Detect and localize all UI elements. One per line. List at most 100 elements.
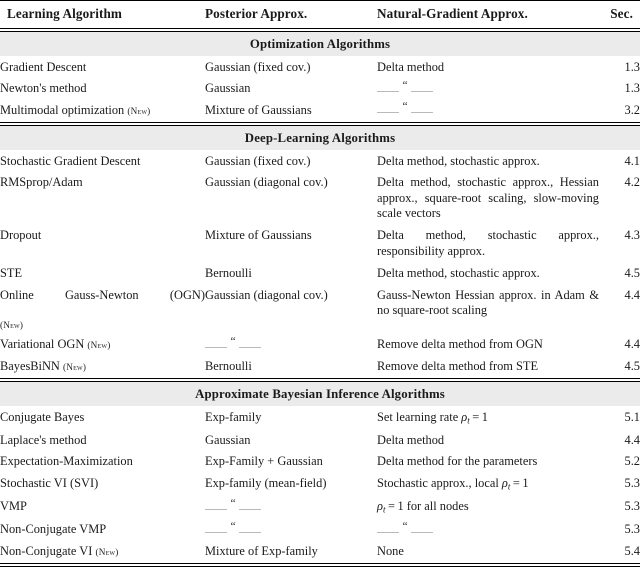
cell-section-number: 4.5 [624,359,640,374]
ditto-mark: “ [205,336,261,352]
algorithm-name: Non-Conjugate VMP [0,522,107,537]
new-badge: (New) [0,319,24,330]
cell-natural-gradient-approx: “ [377,100,599,122]
cell-algorithm: Online Gauss-Newton (OGN) (New) [0,284,205,334]
cell-algorithm: Laplace's method [0,429,205,451]
horizontal-rule [0,377,640,383]
justified-line: Online Gauss-Newton (OGN) [0,288,205,318]
cell-posterior-approx: Gaussian [205,432,251,447]
new-badge: (New) [63,362,87,373]
section-header-row: Optimization Algorithms [0,31,640,57]
algorithm-name: Online Gauss-Newton (OGN) [0,287,205,302]
algorithm-name: Stochastic VI (SVI) [0,476,99,491]
cell-natural-gradient-approx: Gauss-Newton Hessian approx. in Adam & n… [377,287,599,318]
cell-natural-gradient-approx: Remove delta method from OGN [377,337,543,352]
cell-posterior-approx: Gaussian (diagonal cov.) [205,287,328,302]
new-badge: (New) [95,547,119,558]
cell-natural-gradient-approx: Delta method [377,432,445,447]
table-row: Stochastic VI (SVI) Exp-family (mean-fiel… [0,473,640,496]
cell-algorithm: Gradient Descent [0,56,205,78]
cell-natural-gradient-approx: Set learning rate ρt=1 [377,409,488,426]
cell-natural-gradient-approx: Delta method for the parameters [377,454,538,469]
cell-section-number: 5.4 [624,544,640,559]
cell-section-number: 5.1 [624,409,640,424]
cell-posterior-approx: Mixture of Exp-family [205,544,318,559]
cell-section-number: 4.3 [624,228,640,243]
cell-algorithm: Multimodal optimization (New) [0,100,205,122]
cell-section-number: 4.4 [624,287,640,302]
cell-algorithm: Stochastic VI (SVI) [0,473,205,496]
horizontal-rule [0,121,640,127]
table-row: Expectation-Maximization Exp-Family + Gau… [0,451,640,473]
cell-algorithm: Stochastic Gradient Descent [0,150,205,172]
algorithm-name: Variational OGN [0,337,85,352]
ditto-mark: “ [377,80,433,96]
cell-posterior-approx: Gaussian (fixed cov.) [205,59,311,74]
cell-posterior-approx: Exp-family [205,409,262,424]
algorithm-name: STE [0,265,23,280]
table-row: VMP “ ρt=1 for all nodes 5.3 [0,496,640,519]
section-header-row: Approximate Bayesian Inference Algorithm… [0,381,640,407]
ditto-mark: “ [377,521,433,537]
cell-section-number: 4.1 [624,153,640,168]
algorithm-name: Newton's method [0,81,87,96]
cell-algorithm: Dropout [0,225,205,262]
ditto-mark: “ [205,498,261,514]
cell-posterior-approx: Exp-family (mean-field) [205,476,327,491]
section-divider-rule [0,377,640,383]
cell-algorithm: Expectation-Maximization [0,451,205,473]
cell-algorithm: Variational OGN (New) [0,334,205,356]
cell-algorithm: BayesBiNN (New) [0,356,205,378]
table-bottom-rule [0,562,640,568]
cell-posterior-approx: Mixture of Gaussians [205,228,312,243]
cell-posterior-approx: “ [205,496,377,519]
cell-posterior-approx: Bernoulli [205,265,252,280]
section-divider-rule [0,121,640,127]
cell-section-number: 1.3 [624,81,640,96]
table-row: Gradient Descent Gaussian (fixed cov.) Del… [0,56,640,78]
horizontal-rule [0,562,640,568]
cell-posterior-approx: Exp-Family + Gaussian [205,454,323,469]
learning-rate-equation: ρt=1 [501,476,529,492]
algorithm-name: Stochastic Gradient Descent [0,153,141,168]
ditto-mark: “ [377,102,433,117]
cell-algorithm: VMP [0,496,205,519]
column-header-algorithm: Learning Algorithm [7,6,122,21]
cell-natural-gradient-approx: Delta method, stochastic approx. [377,153,540,168]
cell-natural-gradient-approx: Delta method, stochastic approx. [377,265,540,280]
cell-natural-gradient-approx: ρt=1 for all nodes [377,499,469,515]
cell-natural-gradient-approx: Delta method, stochastic approx., respon… [377,228,599,258]
table-row: Variational OGN (New)“ Remove delta metho… [0,334,640,356]
column-header-natgrad: Natural-Gradient Approx. [377,6,528,21]
cell-posterior-approx: “ [205,334,377,356]
algorithm-name: Gradient Descent [0,59,87,74]
column-header-section: Sec. [610,6,633,21]
cell-section-number: 4.5 [624,265,640,280]
learning-rate-equation: ρt=1 [461,409,488,426]
table-row: STE Bernoulli Delta method, stochastic app… [0,263,640,285]
cell-algorithm: RMSprop/Adam [0,172,205,225]
ditto-mark: “ [205,521,261,537]
cell-section-number: 5.3 [624,499,640,514]
cell-section-number: 3.2 [624,103,640,118]
cell-section-number: 1.3 [624,59,640,74]
learning-rate-equation: ρt=1 [377,499,404,515]
algorithm-name: VMP [0,499,27,514]
cell-posterior-approx: Bernoulli [205,359,252,374]
cell-algorithm: Newton's method [0,78,205,100]
cell-natural-gradient-approx: Delta method [377,59,445,74]
section-title: Deep-Learning Algorithms [0,125,640,151]
algorithm-name: Expectation-Maximization [0,454,133,469]
table-row: Non-Conjugate VMP““5.3 [0,519,640,541]
new-badge: (New) [127,106,151,117]
table-row: Online Gauss-Newton (OGN) (New) Gaussian (… [0,284,640,334]
cell-natural-gradient-approx: Delta method, stochastic approx., Hessia… [377,175,599,221]
